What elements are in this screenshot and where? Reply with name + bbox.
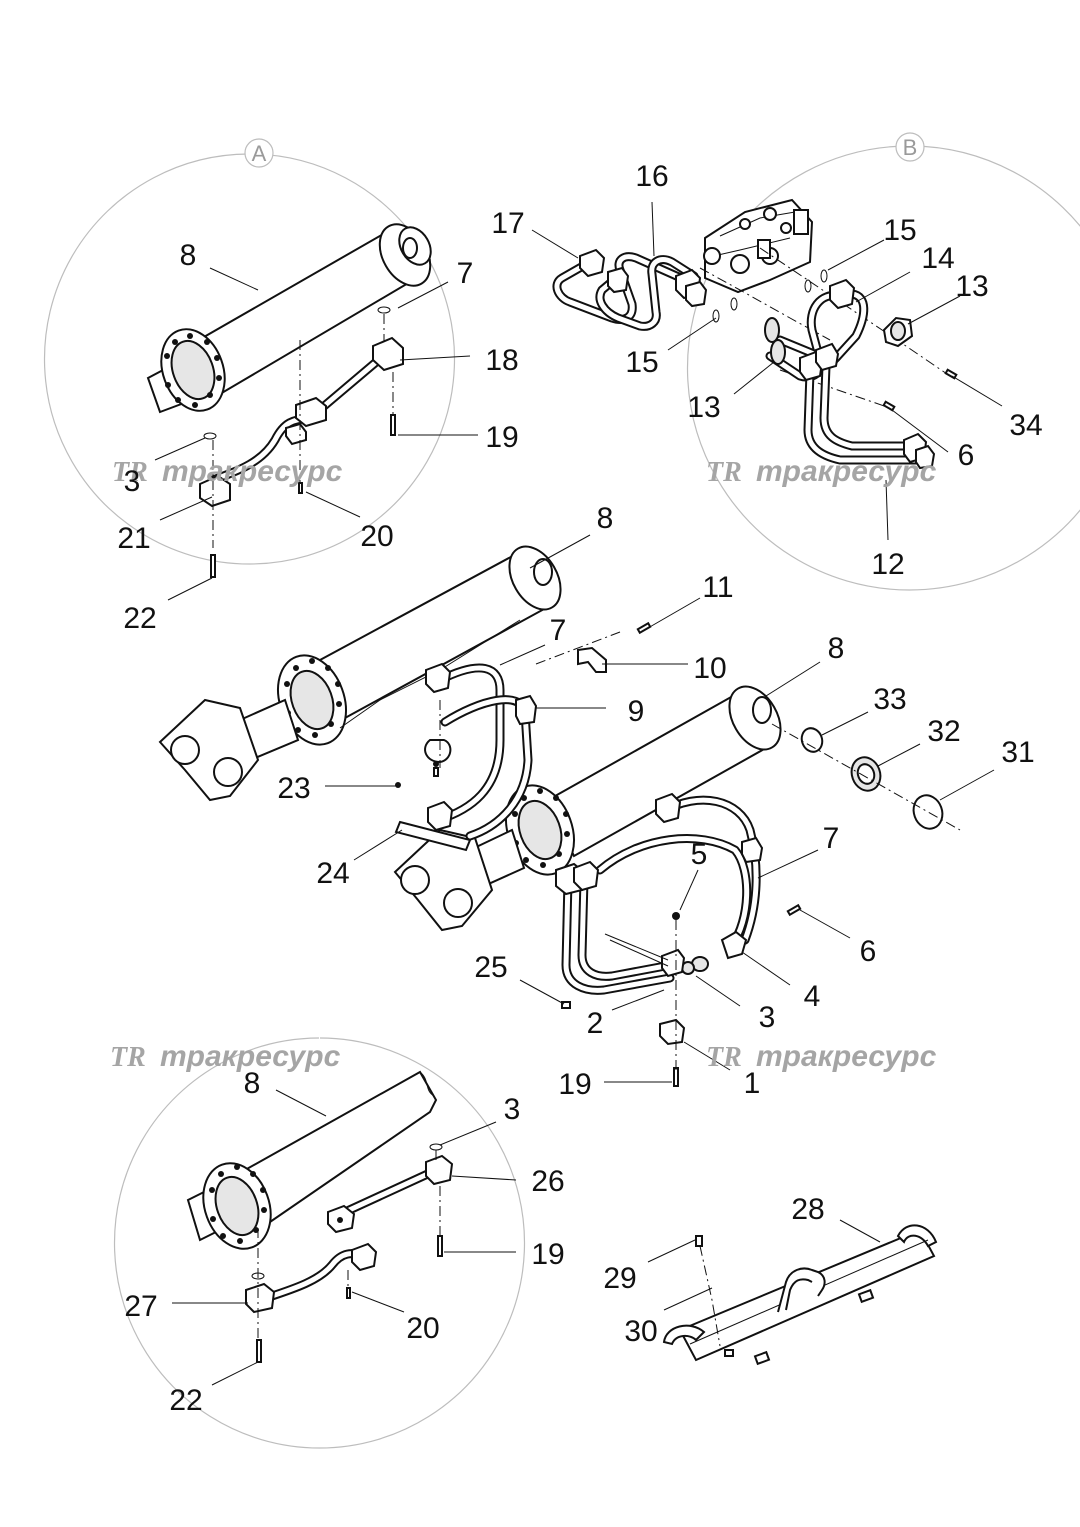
svg-text:тракресурс: тракресурс bbox=[162, 455, 343, 488]
main-assembly bbox=[158, 534, 995, 1087]
label-31: 31 bbox=[1001, 736, 1034, 769]
label-29: 29 bbox=[603, 1262, 636, 1295]
label-26: 26 bbox=[531, 1165, 564, 1198]
label-7-main: 7 bbox=[550, 614, 567, 647]
callout-a-marker bbox=[244, 138, 274, 168]
label-13-right: 13 bbox=[955, 270, 988, 303]
label-10: 10 bbox=[693, 652, 726, 685]
svg-text:тракресурс: тракресурс bbox=[756, 455, 937, 488]
label-3-a: 3 bbox=[124, 465, 141, 498]
watermark-2: TR тракресурс bbox=[706, 455, 937, 488]
label-11: 11 bbox=[702, 571, 733, 604]
label-19-c: 19 bbox=[531, 1238, 564, 1271]
callout-b-marker bbox=[895, 132, 925, 162]
label-17: 17 bbox=[491, 207, 524, 240]
label-28: 28 bbox=[791, 1193, 824, 1226]
label-8-right: 8 bbox=[828, 632, 845, 665]
label-3-main: 3 bbox=[759, 1001, 776, 1034]
main-cylinder-right bbox=[393, 685, 782, 932]
cylinder-a bbox=[146, 223, 432, 414]
label-22-c: 22 bbox=[169, 1384, 202, 1417]
label-19-main: 19 bbox=[558, 1068, 591, 1101]
label-8-a: 8 bbox=[180, 239, 197, 272]
label-33: 33 bbox=[873, 683, 906, 716]
label-1: 1 bbox=[744, 1067, 761, 1100]
svg-text:TR: TR bbox=[112, 457, 148, 488]
label-2: 2 bbox=[587, 1007, 604, 1040]
label-34: 34 bbox=[1009, 409, 1042, 442]
label-15-top: 15 bbox=[883, 214, 916, 247]
guard-28 bbox=[647, 1219, 938, 1366]
label-6-b: 6 bbox=[958, 439, 975, 472]
label-3-c: 3 bbox=[504, 1093, 521, 1126]
label-21: 21 bbox=[117, 522, 150, 555]
detail-c-circle bbox=[113, 1037, 526, 1449]
label-20-c: 20 bbox=[406, 1312, 439, 1345]
label-6-main: 6 bbox=[860, 935, 877, 968]
label-25: 25 bbox=[474, 951, 507, 984]
callout-a: A bbox=[252, 141, 267, 166]
label-8-c: 8 bbox=[244, 1067, 261, 1100]
label-7-a: 7 bbox=[457, 257, 474, 290]
label-7-low: 7 bbox=[823, 822, 840, 855]
label-15-left: 15 bbox=[625, 346, 658, 379]
label-32: 32 bbox=[927, 715, 960, 748]
label-8-main: 8 bbox=[597, 502, 614, 535]
svg-text:тракресурс: тракресурс bbox=[756, 1040, 937, 1073]
label-16: 16 bbox=[635, 160, 668, 193]
watermark-3: TR тракресурс bbox=[110, 1040, 341, 1073]
part-labels: 8 7 18 19 3 21 20 22 17 16 15 14 13 15 1… bbox=[117, 160, 1042, 1417]
label-30: 30 bbox=[624, 1315, 657, 1348]
svg-text:TR: TR bbox=[706, 1042, 742, 1073]
callout-b: B bbox=[903, 135, 918, 160]
label-9: 9 bbox=[628, 695, 645, 728]
label-4: 4 bbox=[804, 980, 821, 1013]
watermark-1: TR тракресурс bbox=[112, 455, 343, 488]
label-18: 18 bbox=[485, 344, 518, 377]
svg-text:TR: TR bbox=[110, 1042, 146, 1073]
svg-text:TR: TR bbox=[706, 457, 742, 488]
label-24: 24 bbox=[316, 857, 349, 890]
label-14: 14 bbox=[921, 242, 954, 275]
watermark-4: TR тракресурс bbox=[706, 1040, 937, 1073]
label-5: 5 bbox=[691, 838, 708, 871]
control-valve bbox=[703, 198, 814, 294]
cylinder-c bbox=[186, 1070, 438, 1250]
svg-text:тракресурс: тракресурс bbox=[160, 1040, 341, 1073]
label-19-a: 19 bbox=[485, 421, 518, 454]
detail-a: A bbox=[43, 138, 478, 601]
detail-c bbox=[113, 1037, 526, 1449]
main-cylinder-upper bbox=[158, 545, 562, 802]
detail-b: B bbox=[531, 132, 1080, 591]
label-23: 23 bbox=[277, 772, 310, 805]
label-27: 27 bbox=[124, 1290, 157, 1323]
label-20-a: 20 bbox=[360, 520, 393, 553]
label-13-left: 13 bbox=[687, 391, 720, 424]
label-12: 12 bbox=[871, 548, 904, 581]
label-22-a: 22 bbox=[123, 602, 156, 635]
